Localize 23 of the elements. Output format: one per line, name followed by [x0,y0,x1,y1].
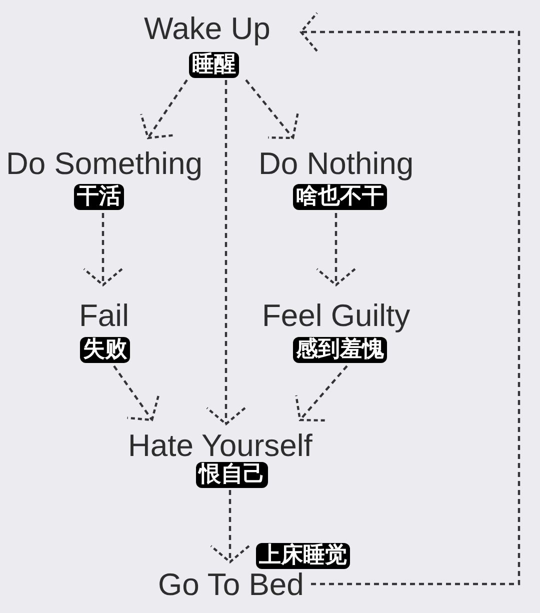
arrow [316,213,356,286]
translation-label: 感到羞愧 [293,337,387,363]
translation-label: 上床睡觉 [256,543,350,569]
arrow [113,365,160,422]
step-label: Do Nothing [258,147,414,181]
step-label: Hate Yourself [128,429,312,463]
step-label: Fail [79,299,129,333]
step-label: Wake Up [144,12,270,46]
step-label: Go To Bed [158,568,304,602]
step-label: Feel Guilty [262,299,410,333]
arrow [210,490,250,564]
arrow [206,80,246,426]
arrow [140,79,188,140]
arrow [82,213,124,286]
translation-label: 啥也不干 [293,184,387,210]
arrow [245,79,299,140]
translation-label: 失败 [80,337,130,363]
arrow [300,12,520,586]
arrow [295,365,348,422]
translation-label: 睡醒 [189,52,239,78]
translation-label: 干活 [74,184,124,210]
translation-label: 恨自己 [196,462,268,488]
step-label: Do Something [6,147,202,181]
